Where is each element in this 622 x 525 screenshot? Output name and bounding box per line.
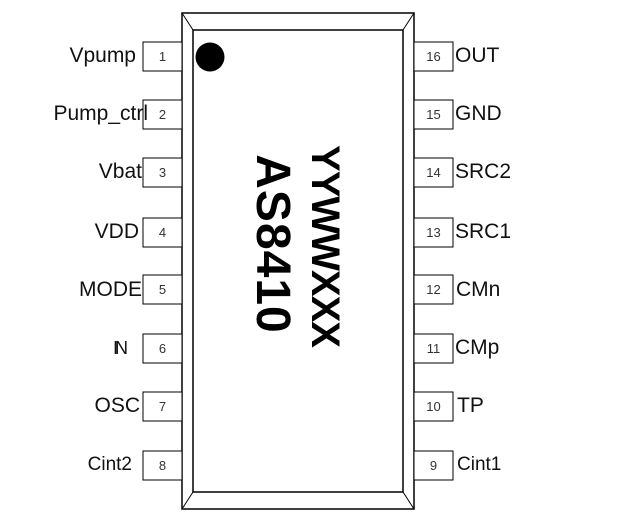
pin1-marker-dot	[195, 42, 225, 72]
pin-number-13: 13	[426, 225, 441, 240]
pin-number-2: 2	[158, 107, 167, 122]
pin-number-4: 4	[158, 225, 167, 240]
pin-label-src2: SRC2	[455, 160, 512, 183]
pin-label-pump-ctrl: Pump_ctrl	[53, 102, 148, 125]
pin-label-osc: OSC	[94, 394, 140, 417]
chip-part-number: AS8410	[246, 154, 299, 334]
pin-label-tp: TP	[457, 394, 484, 417]
pin-number-16: 16	[426, 49, 441, 64]
pin-label-mode: MODE	[79, 278, 142, 301]
pin-number-1: 1	[158, 49, 167, 64]
pin-number-15: 15	[426, 107, 441, 122]
pin-number-14: 14	[426, 165, 441, 180]
pin-label-cmn: CMn	[456, 278, 501, 301]
pin-number-6: 6	[158, 341, 167, 356]
pin-number-11: 11	[426, 341, 441, 356]
pin-number-5: 5	[158, 282, 167, 297]
pin-number-12: 12	[426, 282, 441, 297]
pin-number-7: 7	[158, 399, 167, 414]
pin-number-9: 9	[429, 458, 438, 473]
pin-label-cint2: Cint2	[87, 454, 132, 475]
pin-label-out: OUT	[455, 44, 500, 67]
pin-label-in: IN	[113, 338, 128, 358]
pin-label-cint1: Cint1	[457, 454, 502, 475]
pin-label-src1: SRC1	[455, 220, 512, 243]
pin-number-3: 3	[158, 165, 167, 180]
pin-label-gnd: GND	[455, 102, 502, 125]
pin-number-8: 8	[158, 458, 167, 473]
pin-label-vbat: Vbat	[98, 160, 142, 183]
pin-label-vpump: Vpump	[69, 44, 136, 67]
pin-number-10: 10	[426, 399, 441, 414]
chip-date-code: YYWWXXX	[303, 145, 347, 347]
pin-label-vdd: VDD	[94, 220, 139, 243]
pin-label-cmp: CMp	[455, 336, 500, 359]
